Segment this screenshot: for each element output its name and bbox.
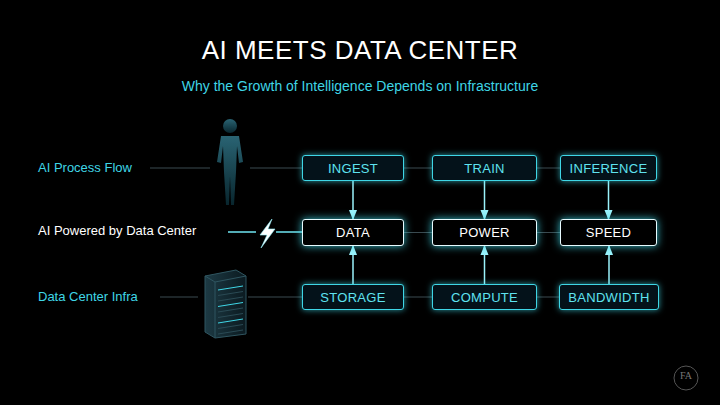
rack-slot — [218, 297, 243, 301]
flow-arrow — [608, 181, 610, 219]
box-label: INFERENCE — [570, 161, 648, 176]
box-label: BANDWIDTH — [568, 290, 649, 305]
row-connector — [537, 168, 560, 169]
resource-box: SPEED — [560, 219, 657, 246]
box-label: POWER — [459, 225, 510, 240]
rack-slot — [218, 330, 243, 334]
flow-arrow — [352, 181, 354, 219]
box-label: STORAGE — [320, 290, 385, 305]
subtitle: Why the Growth of Intelligence Depends o… — [0, 78, 720, 94]
process-box: INFERENCE — [560, 155, 657, 181]
process-box: TRAIN — [432, 155, 537, 181]
row-connector — [537, 297, 559, 298]
row-label: Data Center Infra — [38, 289, 138, 304]
rack-slot — [218, 314, 243, 318]
leader-line — [150, 168, 210, 169]
row-connector — [404, 297, 432, 298]
row-label: AI Powered by Data Center — [38, 223, 196, 238]
rack-slot — [218, 308, 243, 312]
flow-arrow — [352, 246, 354, 284]
flow-arrow — [484, 246, 486, 284]
box-label: DATA — [336, 225, 370, 240]
process-box: COMPUTE — [432, 284, 537, 310]
resource-box: DATA — [302, 219, 404, 246]
resource-box: POWER — [432, 219, 537, 246]
leader-line — [160, 297, 198, 298]
box-label: SPEED — [586, 225, 632, 240]
title: AI MEETS DATA CENTER — [0, 35, 720, 66]
process-box: BANDWIDTH — [559, 284, 659, 310]
box-label: TRAIN — [464, 161, 505, 176]
row-connector — [537, 232, 560, 233]
process-box: STORAGE — [302, 284, 404, 310]
flow-arrow — [608, 246, 610, 284]
watermark-circle — [674, 366, 698, 390]
lightning-bolt — [260, 219, 275, 248]
row-connector — [404, 168, 432, 169]
rack-slot — [218, 319, 243, 323]
box-label: INGEST — [328, 161, 378, 176]
human-figure — [217, 119, 243, 205]
watermark: FA — [674, 370, 698, 381]
server-rack — [205, 270, 246, 338]
rack-slot — [218, 286, 243, 290]
leader-line — [228, 231, 256, 233]
rack-slot — [218, 325, 243, 329]
leader-line — [250, 168, 302, 169]
flow-arrow — [484, 181, 486, 219]
leader-line — [248, 297, 302, 298]
box-label: COMPUTE — [451, 290, 518, 305]
row-label: AI Process Flow — [38, 160, 132, 175]
rack-slot — [218, 292, 243, 296]
process-box: INGEST — [302, 155, 404, 181]
row-connector — [404, 232, 432, 233]
leader-line — [276, 231, 302, 233]
rack-slot — [218, 303, 243, 307]
